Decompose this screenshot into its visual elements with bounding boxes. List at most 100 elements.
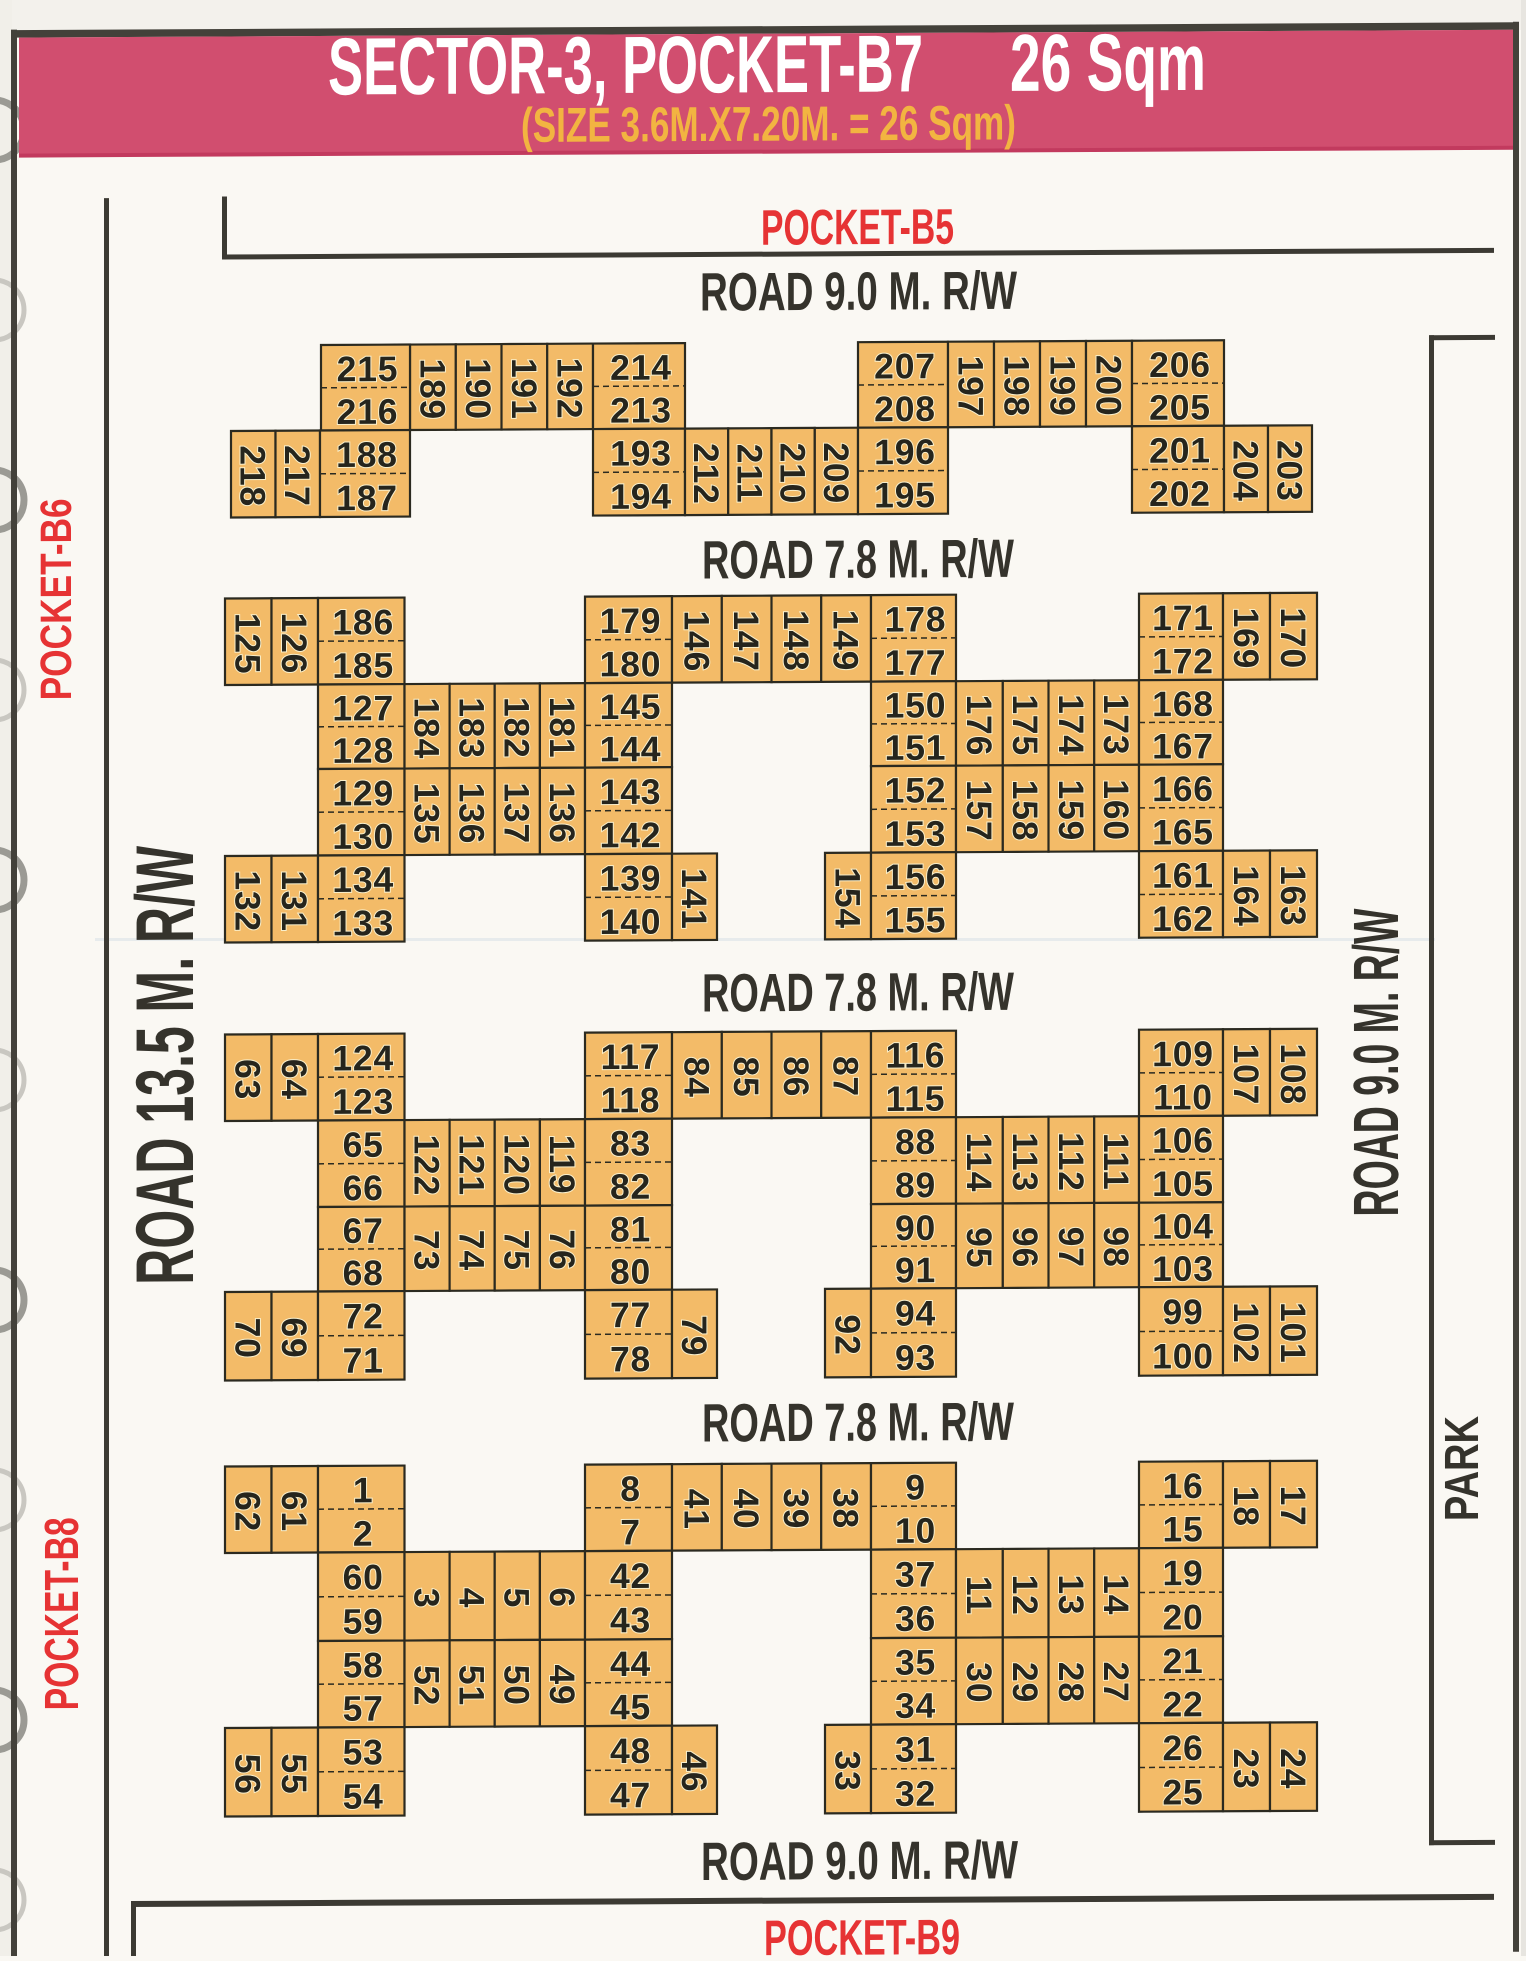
svg-text:193: 193 [610, 433, 672, 473]
svg-text:183: 183 [452, 697, 492, 759]
svg-text:156: 156 [885, 857, 947, 897]
svg-text:52: 52 [407, 1665, 447, 1706]
svg-text:49: 49 [542, 1664, 582, 1705]
svg-text:157: 157 [959, 780, 999, 842]
svg-text:201: 201 [1149, 430, 1211, 470]
svg-text:87: 87 [826, 1056, 866, 1097]
svg-text:176: 176 [959, 694, 999, 756]
svg-text:32: 32 [895, 1774, 936, 1814]
svg-text:133: 133 [332, 903, 394, 943]
svg-text:136: 136 [452, 782, 492, 844]
svg-text:166: 166 [1152, 769, 1214, 809]
svg-text:120: 120 [497, 1134, 537, 1196]
svg-text:143: 143 [600, 772, 662, 812]
svg-text:105: 105 [1152, 1164, 1214, 1204]
svg-text:ROAD 13.5 M. R/W: ROAD 13.5 M. R/W [120, 845, 211, 1285]
svg-text:181: 181 [542, 697, 582, 759]
svg-text:POCKET-B5: POCKET-B5 [761, 199, 954, 256]
svg-text:170: 170 [1273, 607, 1313, 669]
svg-text:5: 5 [497, 1587, 537, 1608]
svg-text:103: 103 [1152, 1249, 1214, 1289]
svg-text:163: 163 [1273, 865, 1313, 927]
svg-text:139: 139 [600, 858, 662, 898]
svg-text:116: 116 [886, 1035, 946, 1075]
svg-text:41: 41 [676, 1489, 716, 1530]
svg-text:12: 12 [1005, 1574, 1045, 1615]
svg-text:21: 21 [1162, 1641, 1203, 1681]
svg-text:11: 11 [959, 1576, 999, 1615]
svg-text:85: 85 [726, 1056, 766, 1097]
svg-text:15: 15 [1162, 1509, 1203, 1549]
svg-text:112: 112 [1051, 1132, 1091, 1192]
svg-text:36: 36 [895, 1599, 936, 1639]
svg-text:212: 212 [686, 443, 726, 505]
svg-text:37: 37 [895, 1554, 936, 1594]
svg-text:38: 38 [826, 1488, 866, 1529]
svg-text:205: 205 [1149, 387, 1211, 427]
svg-text:57: 57 [343, 1689, 384, 1729]
svg-text:209: 209 [816, 442, 856, 504]
svg-text:189: 189 [412, 358, 452, 420]
svg-text:42: 42 [610, 1556, 651, 1596]
svg-text:173: 173 [1096, 694, 1136, 756]
svg-text:95: 95 [959, 1227, 999, 1268]
svg-text:44: 44 [610, 1644, 651, 1684]
svg-text:130: 130 [332, 817, 394, 857]
svg-text:POCKET-B8: POCKET-B8 [36, 1517, 89, 1710]
svg-text:58: 58 [343, 1645, 384, 1685]
svg-text:175: 175 [1005, 694, 1045, 756]
svg-text:145: 145 [600, 687, 662, 727]
svg-text:ROAD 7.8 M. R/W: ROAD 7.8 M. R/W [702, 962, 1014, 1024]
svg-text:ROAD 9.0 M. R/W: ROAD 9.0 M. R/W [700, 261, 1017, 323]
svg-text:50: 50 [497, 1665, 537, 1706]
svg-text:184: 184 [407, 697, 447, 759]
svg-text:215: 215 [337, 349, 399, 389]
svg-text:161: 161 [1152, 855, 1214, 895]
svg-text:97: 97 [1051, 1227, 1091, 1268]
svg-text:122: 122 [407, 1134, 447, 1196]
svg-text:197: 197 [950, 355, 990, 417]
svg-text:POCKET-B9: POCKET-B9 [764, 1909, 960, 1956]
svg-text:119: 119 [542, 1135, 582, 1195]
svg-text:24: 24 [1273, 1748, 1313, 1789]
svg-text:108: 108 [1273, 1043, 1313, 1105]
svg-text:210: 210 [773, 442, 813, 504]
svg-text:124: 124 [332, 1038, 394, 1078]
svg-text:127: 127 [332, 688, 394, 728]
svg-text:8: 8 [620, 1469, 641, 1509]
svg-text:132: 132 [228, 870, 268, 932]
svg-text:33: 33 [827, 1750, 867, 1791]
svg-text:142: 142 [600, 815, 662, 855]
svg-text:214: 214 [610, 348, 672, 388]
svg-text:218: 218 [233, 445, 273, 507]
svg-text:128: 128 [332, 731, 394, 771]
svg-text:88: 88 [895, 1122, 936, 1162]
svg-text:29: 29 [1005, 1662, 1045, 1703]
svg-text:72: 72 [343, 1296, 384, 1336]
svg-text:7: 7 [620, 1512, 641, 1552]
svg-text:22: 22 [1162, 1684, 1203, 1724]
svg-text:65: 65 [343, 1125, 384, 1165]
svg-text:198: 198 [996, 355, 1036, 417]
svg-text:53: 53 [343, 1732, 384, 1772]
svg-text:134: 134 [332, 860, 394, 900]
svg-text:154: 154 [827, 867, 867, 929]
svg-text:13: 13 [1051, 1574, 1091, 1615]
svg-text:159: 159 [1051, 779, 1091, 841]
svg-text:59: 59 [343, 1602, 384, 1642]
svg-text:144: 144 [600, 729, 662, 769]
svg-text:200: 200 [1088, 355, 1128, 417]
svg-text:206: 206 [1149, 345, 1211, 385]
svg-text:92: 92 [827, 1314, 867, 1355]
svg-text:115: 115 [886, 1079, 946, 1119]
svg-text:20: 20 [1162, 1597, 1203, 1637]
svg-text:3: 3 [407, 1588, 447, 1609]
svg-text:54: 54 [343, 1777, 384, 1817]
svg-text:86: 86 [776, 1056, 816, 1097]
svg-text:31: 31 [895, 1729, 936, 1769]
svg-text:26: 26 [1162, 1728, 1203, 1768]
svg-text:46: 46 [674, 1751, 714, 1792]
svg-text:90: 90 [895, 1208, 936, 1248]
svg-text:40: 40 [726, 1488, 766, 1529]
svg-text:67: 67 [343, 1211, 384, 1251]
